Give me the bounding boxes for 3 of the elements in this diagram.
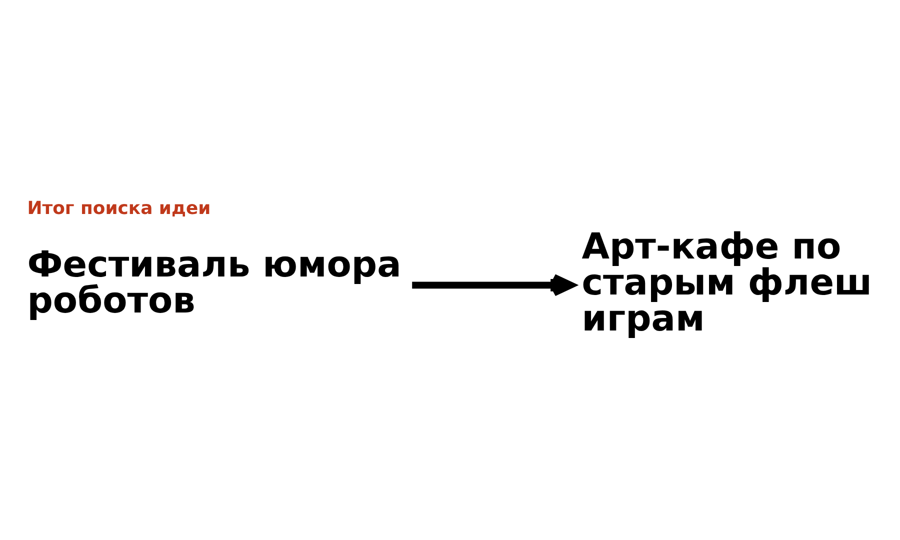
node-text: Арт-кафе по старым флеш играм <box>582 226 872 340</box>
diagram-title: Итог поиска идеи <box>27 198 211 219</box>
node-text: Фестиваль юмора роботов <box>27 244 402 322</box>
